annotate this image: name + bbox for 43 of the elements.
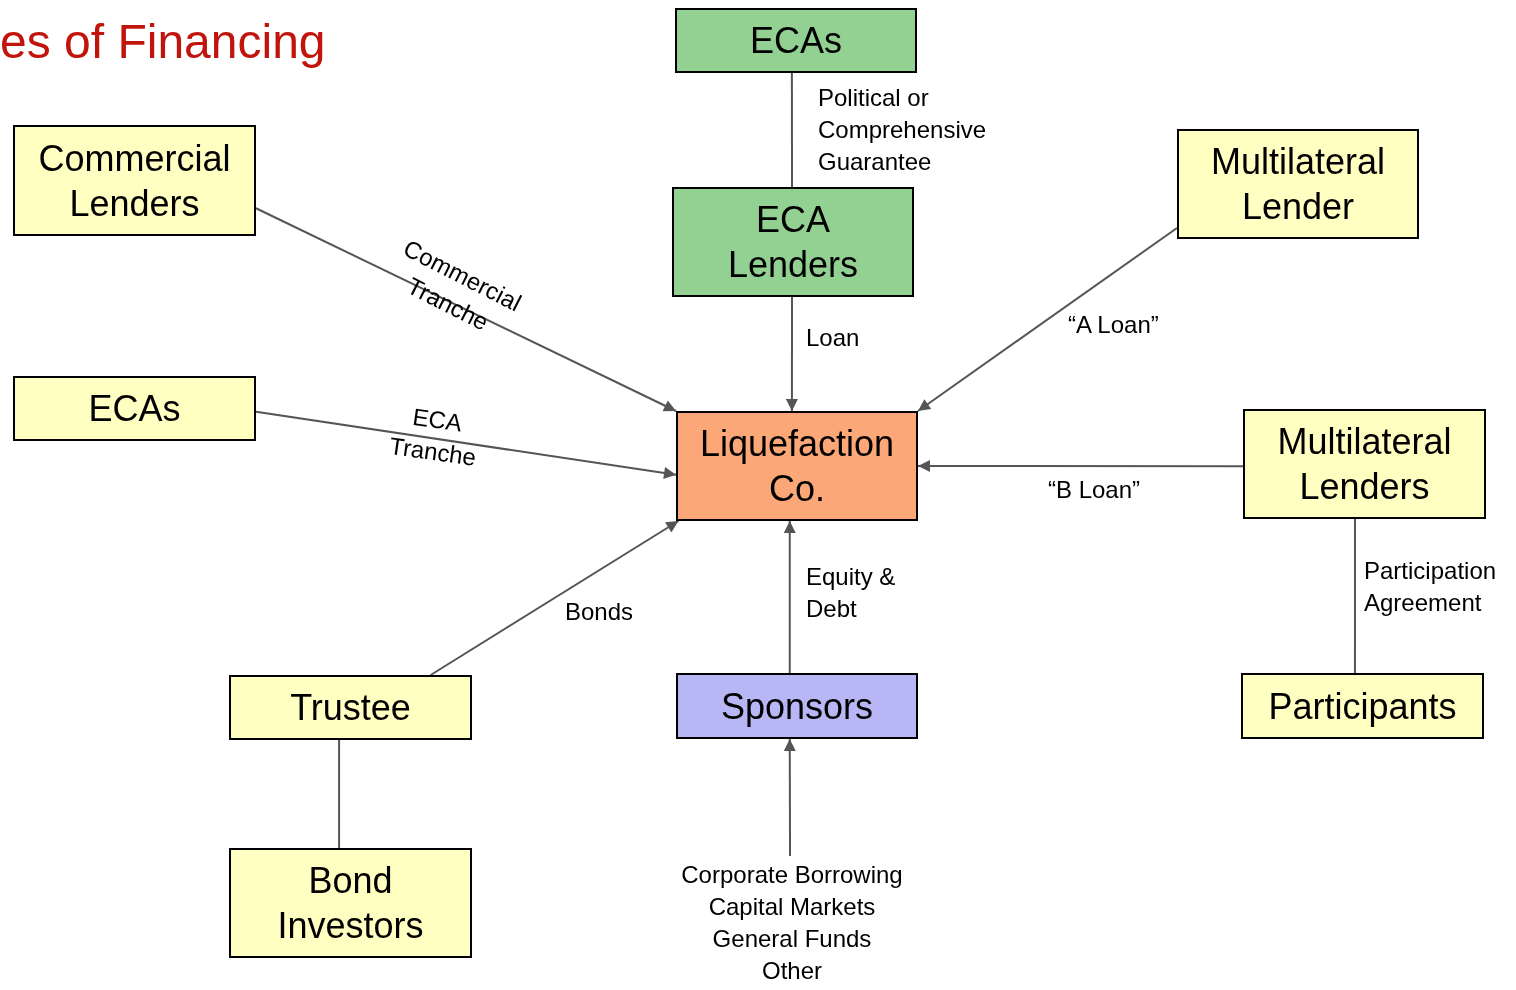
edge-label: “A Loan” — [1068, 310, 1160, 340]
box-label: ECAs — [88, 387, 181, 431]
connector-arrow — [429, 520, 680, 676]
box-label: ECAs — [750, 19, 842, 63]
entity-box — [229, 675, 472, 740]
edge-label: Participation Agreement — [1364, 556, 1498, 618]
connector-arrow — [917, 227, 1178, 412]
entity-box — [676, 673, 918, 739]
edge-label: Political or Comprehensive Guarantee — [818, 83, 988, 177]
source-list-item: Capital Markets — [708, 892, 876, 922]
entity-box — [672, 187, 914, 297]
connector-arrow — [255, 207, 677, 412]
entity-box — [1241, 673, 1484, 739]
box-label: Commercial Lenders — [37, 136, 232, 226]
box-label: Sponsors — [720, 684, 874, 729]
edge-label: ECA Tranche — [386, 401, 479, 473]
entity-box — [13, 125, 256, 236]
box-label: ECA Lenders — [726, 198, 860, 287]
box-label: Trustee — [290, 686, 411, 730]
entity-box — [675, 8, 917, 73]
box-label: Participants — [1268, 684, 1457, 729]
slide-title: es of Financing — [0, 14, 326, 70]
connector-arrow — [785, 296, 798, 412]
source-list-item: Corporate Borrowing — [681, 860, 903, 890]
entity-box — [1243, 409, 1486, 519]
box-label: Liquefaction Co. — [698, 422, 896, 511]
entity-box — [13, 376, 256, 441]
box-label: Multilateral Lender — [1209, 140, 1387, 229]
edge-label: Loan — [806, 323, 861, 353]
edge-label: Equity & Debt — [806, 562, 897, 624]
edge-label: “B Loan” — [1048, 475, 1142, 505]
entity-box — [1177, 129, 1419, 239]
source-list-item: Other — [762, 956, 822, 986]
connector-arrow — [917, 460, 1244, 472]
connector-arrow — [783, 520, 796, 674]
connector-arrow — [783, 738, 796, 857]
box-label: Multilateral Lenders — [1276, 420, 1453, 509]
entity-box — [229, 848, 472, 958]
edge-label: Bonds — [565, 597, 635, 627]
box-label: Bond Investors — [276, 859, 425, 948]
entity-box — [676, 411, 918, 521]
source-list-item: General Funds — [712, 924, 872, 954]
connector-arrow — [255, 410, 677, 479]
